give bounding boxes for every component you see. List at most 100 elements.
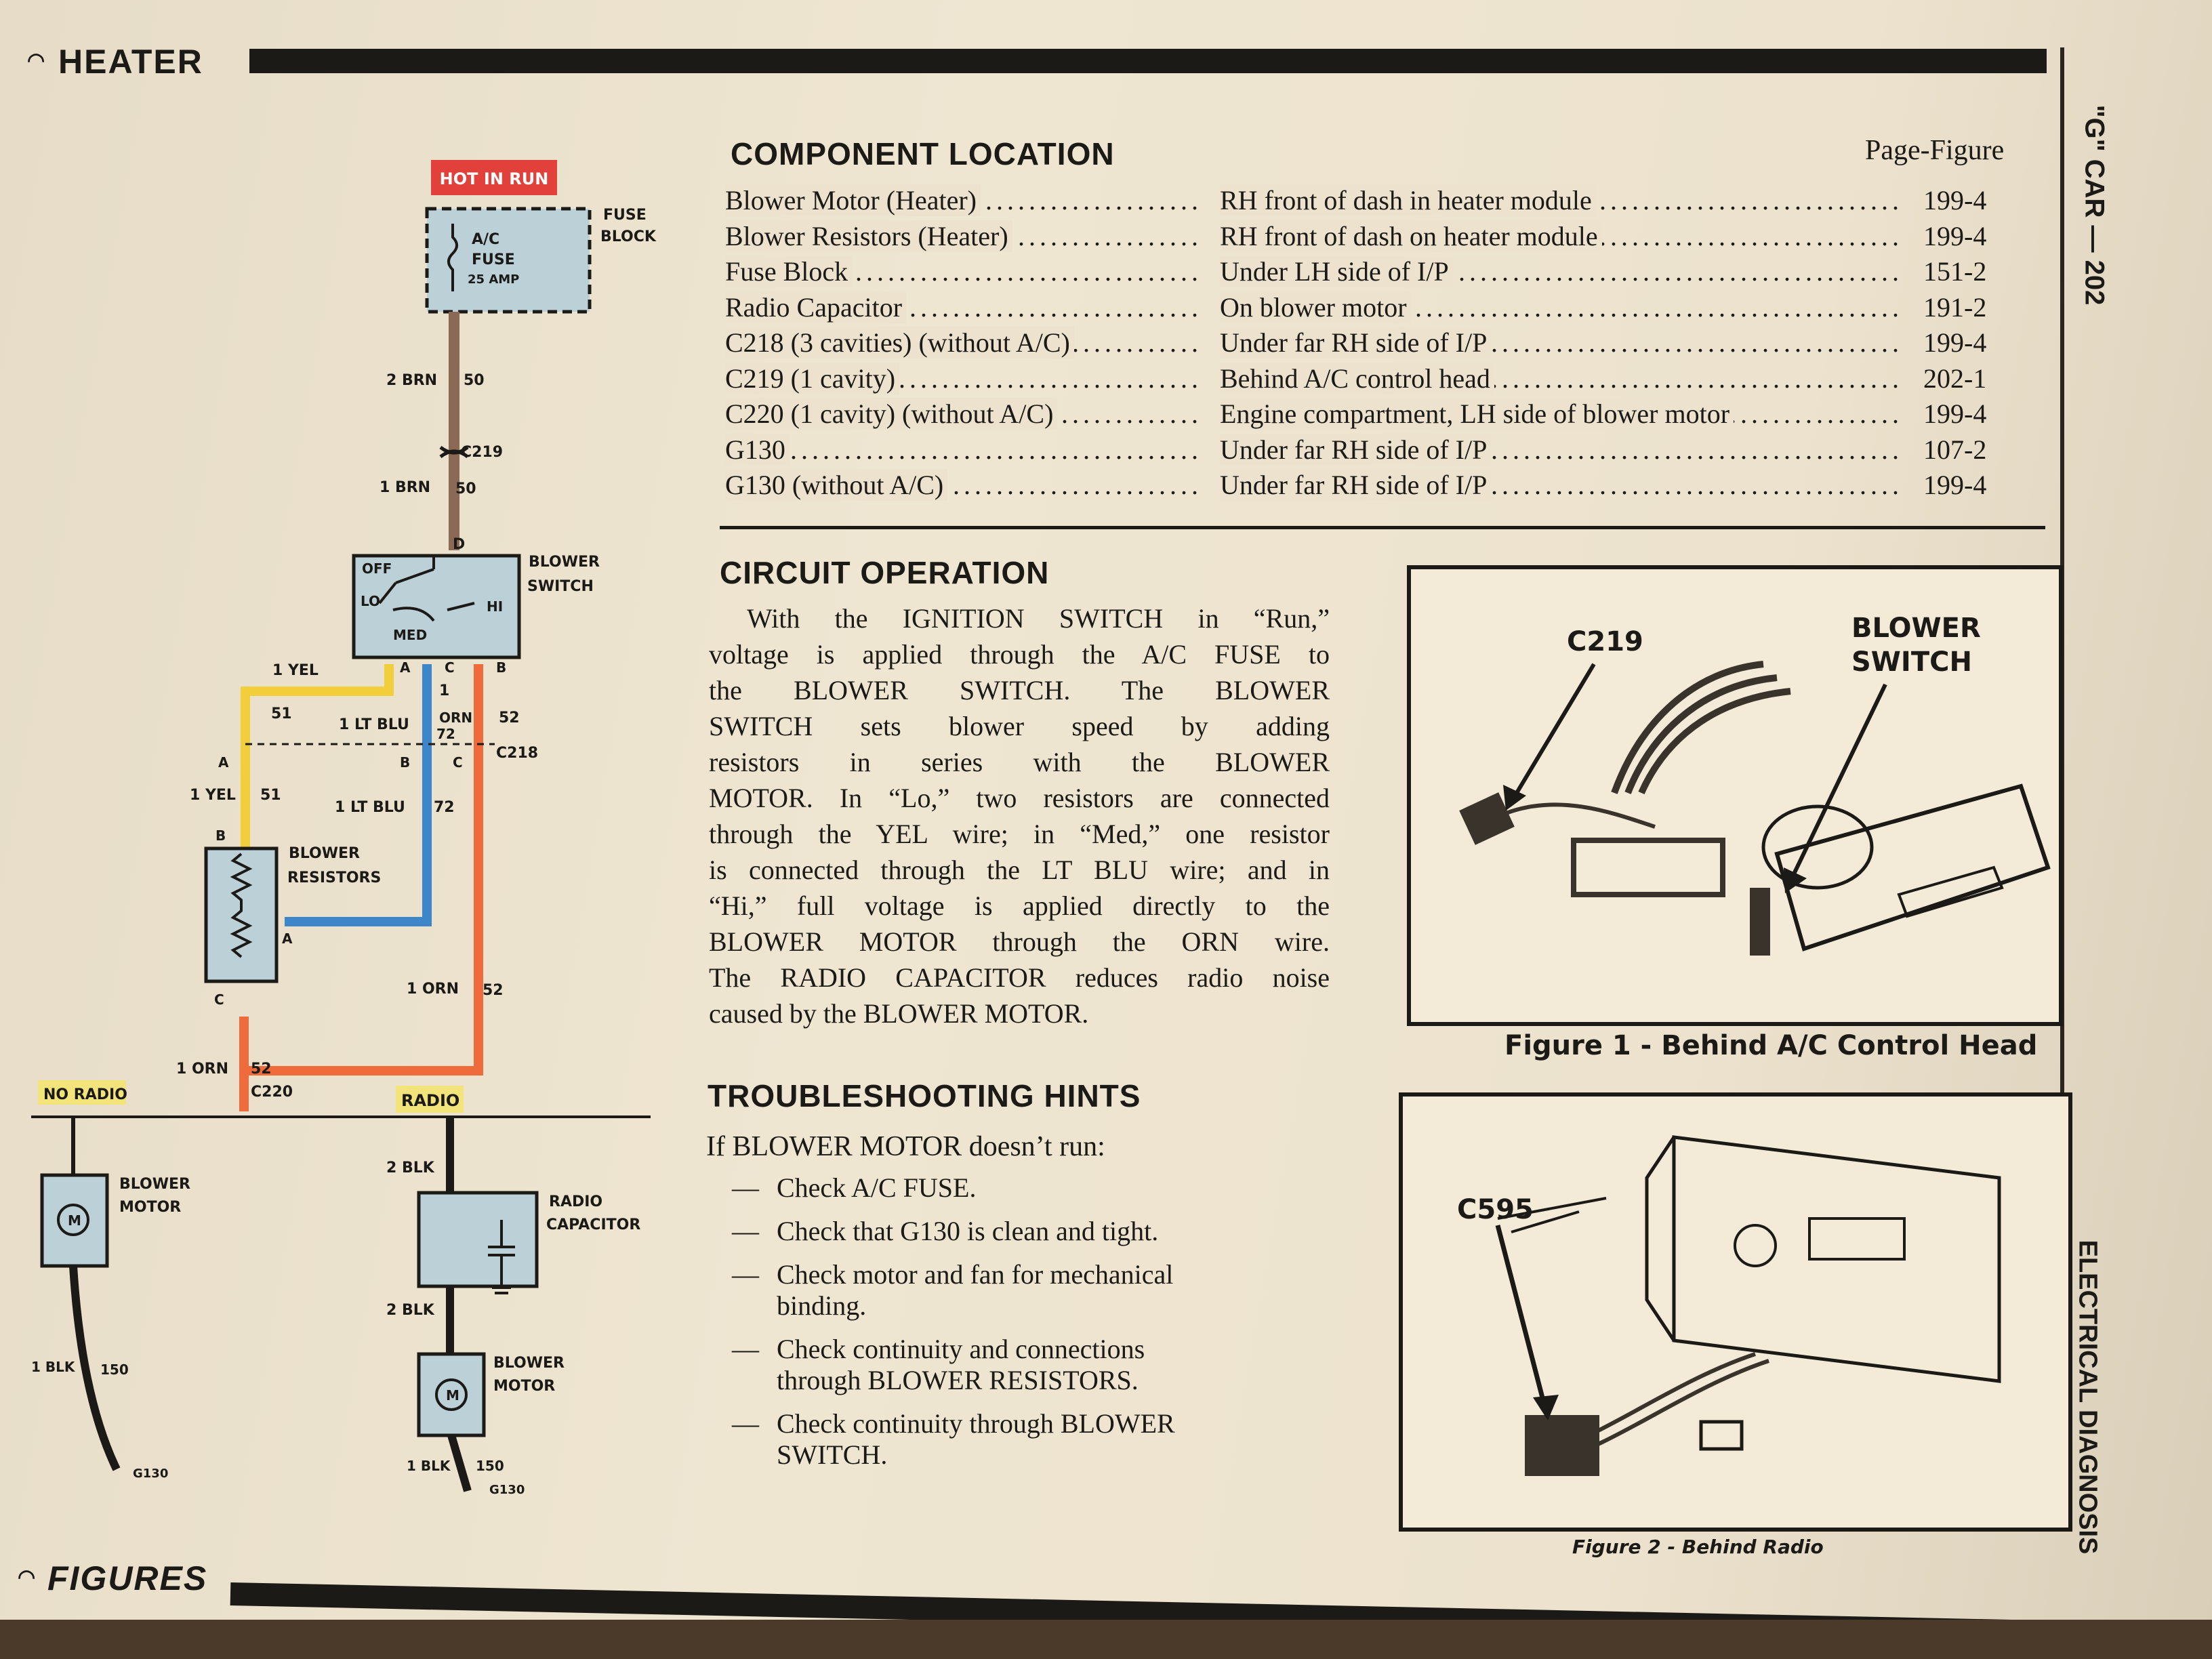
blk-wire-right: [447, 1434, 472, 1492]
wire-1blk-b: 1 BLK: [407, 1458, 451, 1474]
component-row: ........................................…: [725, 184, 2047, 220]
circuit-line: caused by the BLOWER MOTOR.: [709, 998, 1089, 1029]
footer-title: FIGURES: [47, 1559, 208, 1597]
component-row: ........................................…: [725, 291, 2047, 327]
sw-med: MED: [393, 627, 427, 643]
fuse-name-2: FUSE: [472, 251, 515, 268]
figure-1-caption: Figure 1 - Behind A/C Control Head: [1504, 1030, 2038, 1061]
fuse-symbol: [447, 224, 458, 291]
c595-arrow: [1495, 1225, 1548, 1409]
component-name: G130: [725, 433, 790, 466]
fuse-block-label-2: BLOCK: [600, 228, 657, 245]
figure-1-illustration: C219 BLOWER SWITCH: [1459, 613, 2051, 956]
fig1-switch-label-2: SWITCH: [1851, 647, 1972, 678]
circuit-line: “Hi,” full voltage is applied directly t…: [709, 890, 1330, 921]
pin-c2: C: [453, 754, 463, 771]
fig1-switch-label-1: BLOWER: [1851, 613, 1981, 644]
pin-b2: B: [400, 754, 410, 771]
blk-wire-left: [69, 1265, 121, 1471]
figure-2-caption: Figure 2 - Behind Radio: [1572, 1536, 1824, 1558]
component-name: G130 (without A/C): [725, 469, 948, 501]
res-pin-a: A: [282, 930, 293, 947]
res-pin-c: C: [214, 991, 224, 1008]
radio-chassis-icon: [1672, 1135, 2001, 1383]
component-location: Behind A/C control head: [1220, 362, 1494, 394]
wire-52c: 52: [251, 1061, 272, 1078]
fuse-rating: 25 AMP: [468, 272, 519, 287]
radio-tag: [396, 1086, 464, 1113]
radio-cap-label-2: CAPACITOR: [546, 1216, 640, 1233]
blower-res-label-2: RESISTORS: [287, 869, 381, 886]
component-ref: 199-4: [1923, 185, 1987, 216]
component-ref: 199-4: [1923, 327, 1987, 358]
res-pin-b: B: [216, 827, 226, 844]
figure-2-illustration: C595: [1457, 1135, 2001, 1476]
component-rule: [720, 526, 2045, 529]
circuit-line: MOTOR. In “Lo,” two resistors are connec…: [709, 783, 1330, 813]
wire-1yel-b: 1 YEL: [190, 787, 236, 804]
component-ref: 199-4: [1923, 220, 1987, 251]
hint-line: Check continuity through BLOWER: [777, 1408, 1175, 1439]
wiring-diagram: HOT IN RUN A/C FUSE 25 AMP FUSE BLOCK 2 …: [31, 160, 657, 1497]
wire-51: 51: [271, 705, 292, 722]
no-radio-label: NO RADIO: [43, 1086, 127, 1103]
leader-dots: ........................................…: [725, 434, 1200, 465]
radio-cap-label-1: RADIO: [549, 1193, 602, 1210]
hint-line: Check that G130 is clean and tight.: [777, 1216, 1159, 1246]
blower-switch-box: [352, 554, 521, 659]
blu-wire: [285, 664, 432, 926]
motor-left-symbol: M: [68, 1212, 81, 1229]
c218-label: C218: [496, 745, 538, 762]
figure-2: C595: [1399, 1092, 2072, 1532]
component-ref: 202-1: [1923, 363, 1987, 394]
sw-lo: LO: [361, 593, 380, 609]
switch-arrow: [1788, 683, 1887, 882]
component-location: Under far RH side of I/P: [1220, 469, 1492, 501]
wire-150: 150: [100, 1361, 129, 1378]
wire-orn: ORN: [439, 710, 472, 726]
blower-resistors-box: [204, 846, 279, 983]
orn-wire: [239, 664, 483, 1076]
capacitor-icon: [488, 1220, 515, 1294]
component-location-title: COMPONENT LOCATION: [731, 136, 1115, 171]
wire-51b: 51: [260, 787, 281, 804]
control-head-icon: [1774, 783, 2051, 951]
wire-1: 1: [439, 682, 449, 699]
component-row: ........................................…: [725, 362, 2047, 398]
header-rule: [249, 49, 2047, 73]
component-ref: 107-2: [1923, 434, 1987, 465]
pin-a: A: [400, 659, 411, 676]
hint-line: SWITCH.: [777, 1439, 888, 1470]
side-subtitle: ELECTRICAL DIAGNOSIS: [2073, 1240, 2102, 1555]
pin-c: C: [445, 659, 455, 676]
section-title: HEATER: [58, 43, 203, 81]
wire-1ltblu: 1 LT BLU: [339, 716, 409, 733]
wire-72: 72: [436, 726, 455, 742]
fuse-name: A/C: [472, 231, 499, 248]
hint-line: Check motor and fan for mechanical: [777, 1259, 1174, 1290]
wire-1blk: 1 BLK: [31, 1359, 76, 1375]
motor-right-symbol: M: [446, 1387, 459, 1404]
pin-a2: A: [218, 754, 229, 771]
wire-52: 52: [499, 710, 520, 726]
component-location: On blower motor: [1220, 291, 1411, 323]
component-name: C220 (1 cavity) (without A/C): [725, 398, 1058, 430]
component-location: Under LH side of I/P: [1220, 255, 1453, 287]
wire-1brn: 1 BRN: [380, 479, 430, 496]
component-location: Under far RH side of I/P: [1220, 327, 1492, 359]
component-name: Blower Motor (Heater): [725, 184, 981, 216]
wire-1orn: 1 ORN: [407, 981, 459, 998]
circuit-line: through the YEL wire; in “Med,” one resi…: [709, 819, 1330, 849]
component-name: Radio Capacitor: [725, 291, 907, 323]
troubleshooting-list: —Check A/C FUSE.—Check that G130 is clea…: [732, 1172, 1342, 1470]
troubleshooting-title: TROUBLESHOOTING HINTS: [708, 1078, 1141, 1113]
switch-contacts: [378, 556, 475, 622]
component-location: Under far RH side of I/P: [1220, 433, 1492, 466]
component-table: ........................................…: [725, 184, 2047, 510]
component-row: ........................................…: [725, 469, 2047, 504]
pin-d: D: [453, 536, 465, 553]
hot-in-run-label: HOT IN RUN: [440, 169, 549, 188]
blower-switch-label-2: SWITCH: [527, 578, 594, 595]
component-row: ........................................…: [725, 433, 2047, 469]
